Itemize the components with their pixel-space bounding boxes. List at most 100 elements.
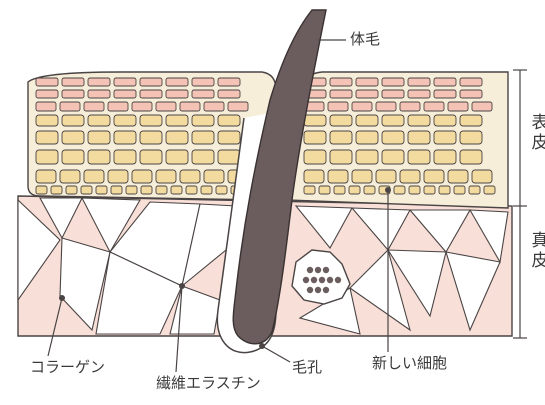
epidermal-cell xyxy=(356,115,378,126)
epidermal-cell xyxy=(192,131,214,144)
epidermal-cell xyxy=(328,102,348,111)
epidermal-cell xyxy=(192,78,214,86)
epidermal-cell xyxy=(114,115,136,126)
epidermal-cell xyxy=(114,150,136,164)
epidermal-cell xyxy=(62,90,84,98)
epidermal-cell xyxy=(328,170,348,183)
epidermal-cell xyxy=(140,115,162,126)
epidermal-cell xyxy=(51,186,62,194)
epidermal-cell xyxy=(400,170,420,183)
epidermal-cell xyxy=(434,78,456,86)
epidermal-cell xyxy=(472,170,492,183)
epidermal-cell xyxy=(140,90,162,98)
epidermal-cell xyxy=(434,90,456,98)
epidermal-cell xyxy=(304,186,315,194)
epidermal-cell xyxy=(88,78,110,86)
epidermal-cell xyxy=(330,131,352,144)
epidermal-cell xyxy=(228,102,248,111)
hair-follicle-label: 毛孔 xyxy=(292,360,322,375)
epidermal-cell xyxy=(330,115,352,126)
epidermal-cell xyxy=(36,170,56,183)
epidermal-cell xyxy=(356,78,378,86)
epidermal-cell xyxy=(171,186,182,194)
epidermal-cell xyxy=(84,102,104,111)
epidermal-cell xyxy=(448,170,468,183)
epidermal-cell xyxy=(330,150,352,164)
cell-nucleus xyxy=(323,267,329,273)
epidermal-cell xyxy=(382,115,404,126)
epidermal-cell xyxy=(84,170,104,183)
epidermal-cell xyxy=(140,78,162,86)
epidermal-cell xyxy=(356,90,378,98)
epidermal-cell xyxy=(192,150,214,164)
epidermal-cell xyxy=(36,186,47,194)
epidermal-cell xyxy=(304,115,326,126)
epidermal-cell xyxy=(166,150,188,164)
epidermal-cell xyxy=(62,115,84,126)
epidermal-cell xyxy=(408,150,430,164)
epidermal-cell xyxy=(36,115,58,126)
epidermal-cell xyxy=(166,90,188,98)
epidermal-cell xyxy=(108,170,128,183)
epidermal-cell xyxy=(349,186,360,194)
epidermal-cell xyxy=(382,131,404,144)
epidermal-cell xyxy=(218,115,240,126)
epidermal-cell xyxy=(472,102,492,111)
epidermal-cell xyxy=(382,150,404,164)
epidermal-cell xyxy=(364,186,375,194)
epidermal-cell xyxy=(304,131,326,144)
epidermal-cell xyxy=(460,90,482,98)
epidermal-cell xyxy=(319,186,330,194)
epidermal-cell xyxy=(88,115,110,126)
elastic-fiber-label: 繊維エラスチン xyxy=(156,376,261,391)
epidermal-cell xyxy=(356,150,378,164)
cell-nucleus xyxy=(323,287,329,293)
epidermal-cell xyxy=(356,131,378,144)
epidermal-cell xyxy=(192,90,214,98)
cell-nucleus xyxy=(307,287,313,293)
epidermal-cell xyxy=(66,186,77,194)
epidermal-cell xyxy=(376,170,396,183)
epidermal-cell xyxy=(132,170,152,183)
epidermal-cell xyxy=(81,186,92,194)
epidermal-cell xyxy=(62,78,84,86)
epidermal-cell xyxy=(180,170,200,183)
epidermal-cell xyxy=(156,102,176,111)
epidermal-cell xyxy=(408,131,430,144)
epidermal-cell xyxy=(409,186,420,194)
epidermal-cell xyxy=(108,102,128,111)
epidermal-cell xyxy=(60,170,80,183)
epidermal-cell xyxy=(36,102,56,111)
epidermal-cell xyxy=(382,90,404,98)
epidermal-cell xyxy=(218,90,240,98)
epidermal-cell xyxy=(180,102,200,111)
epidermal-cell xyxy=(201,186,212,194)
epidermal-cell xyxy=(216,186,227,194)
epidermal-cell xyxy=(88,150,110,164)
epidermal-cell xyxy=(434,150,456,164)
epidermal-cell xyxy=(218,78,240,86)
epidermal-cell xyxy=(352,170,372,183)
epidermal-cell xyxy=(62,150,84,164)
epidermal-cell xyxy=(114,78,136,86)
epidermal-cell xyxy=(408,78,430,86)
cell-nucleus xyxy=(327,277,333,283)
cell-nucleus xyxy=(311,277,317,283)
epidermal-cell xyxy=(114,131,136,144)
epidermal-cell xyxy=(166,131,188,144)
epidermal-cell xyxy=(218,131,240,144)
epidermal-cell xyxy=(460,131,482,144)
epidermal-cell xyxy=(434,115,456,126)
epidermal-cell xyxy=(439,186,450,194)
epidermal-cell xyxy=(394,186,405,194)
epidermal-cell xyxy=(484,186,495,194)
epidermal-cell xyxy=(424,186,435,194)
collagen-label: コラーゲン xyxy=(30,360,105,375)
cell-nucleus xyxy=(307,267,313,273)
epidermal-cell xyxy=(114,90,136,98)
epidermal-cell xyxy=(166,78,188,86)
epidermal-cell xyxy=(448,102,468,111)
epidermal-cell xyxy=(140,150,162,164)
epidermal-cell xyxy=(156,186,167,194)
